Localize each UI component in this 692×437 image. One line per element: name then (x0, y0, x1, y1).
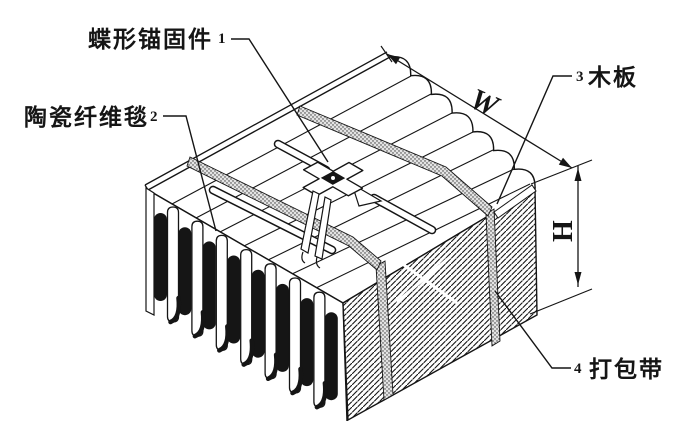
wood-board-edge (493, 184, 537, 219)
anchor-pin-hole (331, 176, 335, 180)
anchor-leg-feet (301, 251, 321, 269)
callout-blanket-label: 陶瓷纤维毯 (24, 104, 149, 130)
callout-strap-ref: 4 (574, 361, 582, 377)
front-left-edge (145, 186, 155, 316)
leader-lines (163, 38, 572, 369)
face-crease-marks (389, 253, 458, 305)
anchor-legs (300, 190, 332, 260)
strap-vertical-left (375, 260, 394, 401)
callout-board-label: 木板 (587, 65, 638, 90)
leader-board (496, 75, 572, 205)
callout-anchor-ref: 1 (218, 31, 226, 47)
h-arrow-top (574, 168, 582, 181)
callout-board-ref: 3 (576, 69, 584, 85)
pleat-bars (154, 213, 338, 401)
right-hatched-face (342, 184, 538, 422)
dimension-height-label: H (548, 220, 579, 242)
dimension-width (380, 45, 573, 169)
labels: 蝶形锚固件 1 陶瓷纤维毯 2 3 木板 4 打包带 W H (24, 27, 664, 382)
callout-anchor-label: 蝶形锚固件 (88, 27, 213, 52)
anchor-rods (208, 139, 437, 255)
strap-top-left (186, 156, 382, 271)
w-arrow-upper (387, 54, 401, 65)
leader-anchor (231, 38, 329, 163)
dimension-height (529, 159, 593, 315)
w-arrow-lower (558, 157, 572, 168)
butterfly-anchor (300, 161, 383, 269)
callout-strap-label: 打包带 (589, 356, 664, 382)
strap-vertical-right (485, 208, 501, 347)
callout-blanket-ref: 2 (150, 109, 158, 125)
pleat-shadows (168, 295, 328, 410)
front-pleated-face (145, 186, 348, 422)
leader-blanket (163, 115, 217, 232)
leader-strap (494, 290, 571, 369)
dimension-width-label: W (465, 82, 505, 124)
h-arrow-bottom (574, 272, 582, 285)
